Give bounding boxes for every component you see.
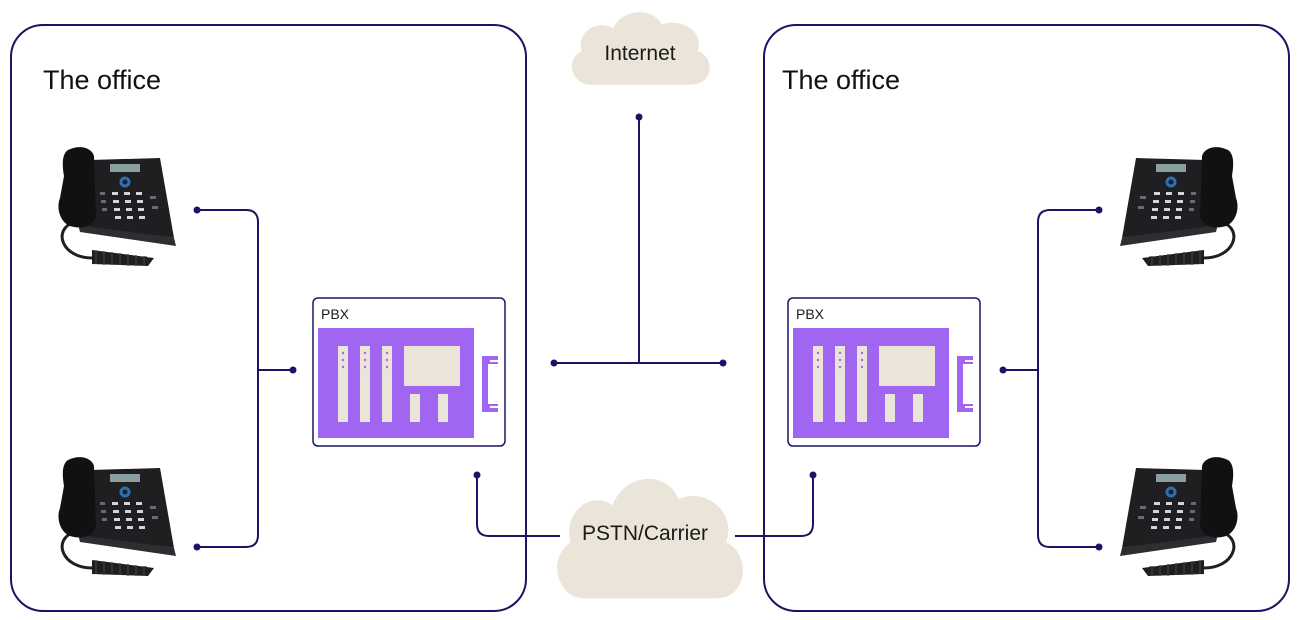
office-title-right: The office — [782, 65, 900, 95]
pstn-label: PSTN/Carrier — [582, 522, 708, 545]
connection-dots — [193, 113, 1103, 551]
link-pstn-right — [735, 475, 814, 537]
phone-right-bottom — [1118, 455, 1240, 578]
link-left-phones — [197, 209, 259, 548]
desk-phone-icon — [56, 145, 178, 268]
desk-phone-icon — [1118, 455, 1240, 578]
office-title-left: The office — [43, 65, 161, 95]
phone-left-top — [56, 145, 178, 268]
pbx-label-right: PBX — [796, 306, 825, 322]
phone-left-bottom — [56, 455, 178, 578]
pbx-left: PBX — [312, 297, 506, 447]
desk-phone-icon — [56, 455, 178, 578]
pstn-cloud: PSTN/Carrier — [557, 478, 743, 599]
pbx-icon — [793, 328, 975, 438]
desk-phone-icon — [1118, 145, 1240, 268]
pbx-icon — [318, 328, 500, 438]
internet-label: Internet — [604, 42, 675, 65]
pbx-label-left: PBX — [321, 306, 350, 322]
office-boundary-right — [763, 24, 1290, 612]
internet-cloud: Internet — [571, 12, 710, 85]
office-boundary-left — [10, 24, 527, 612]
pbx-right: PBX — [787, 297, 981, 447]
phone-right-top — [1118, 145, 1240, 268]
connections — [197, 117, 1099, 548]
link-pstn-left — [476, 475, 560, 537]
link-right-phones — [1037, 209, 1099, 548]
